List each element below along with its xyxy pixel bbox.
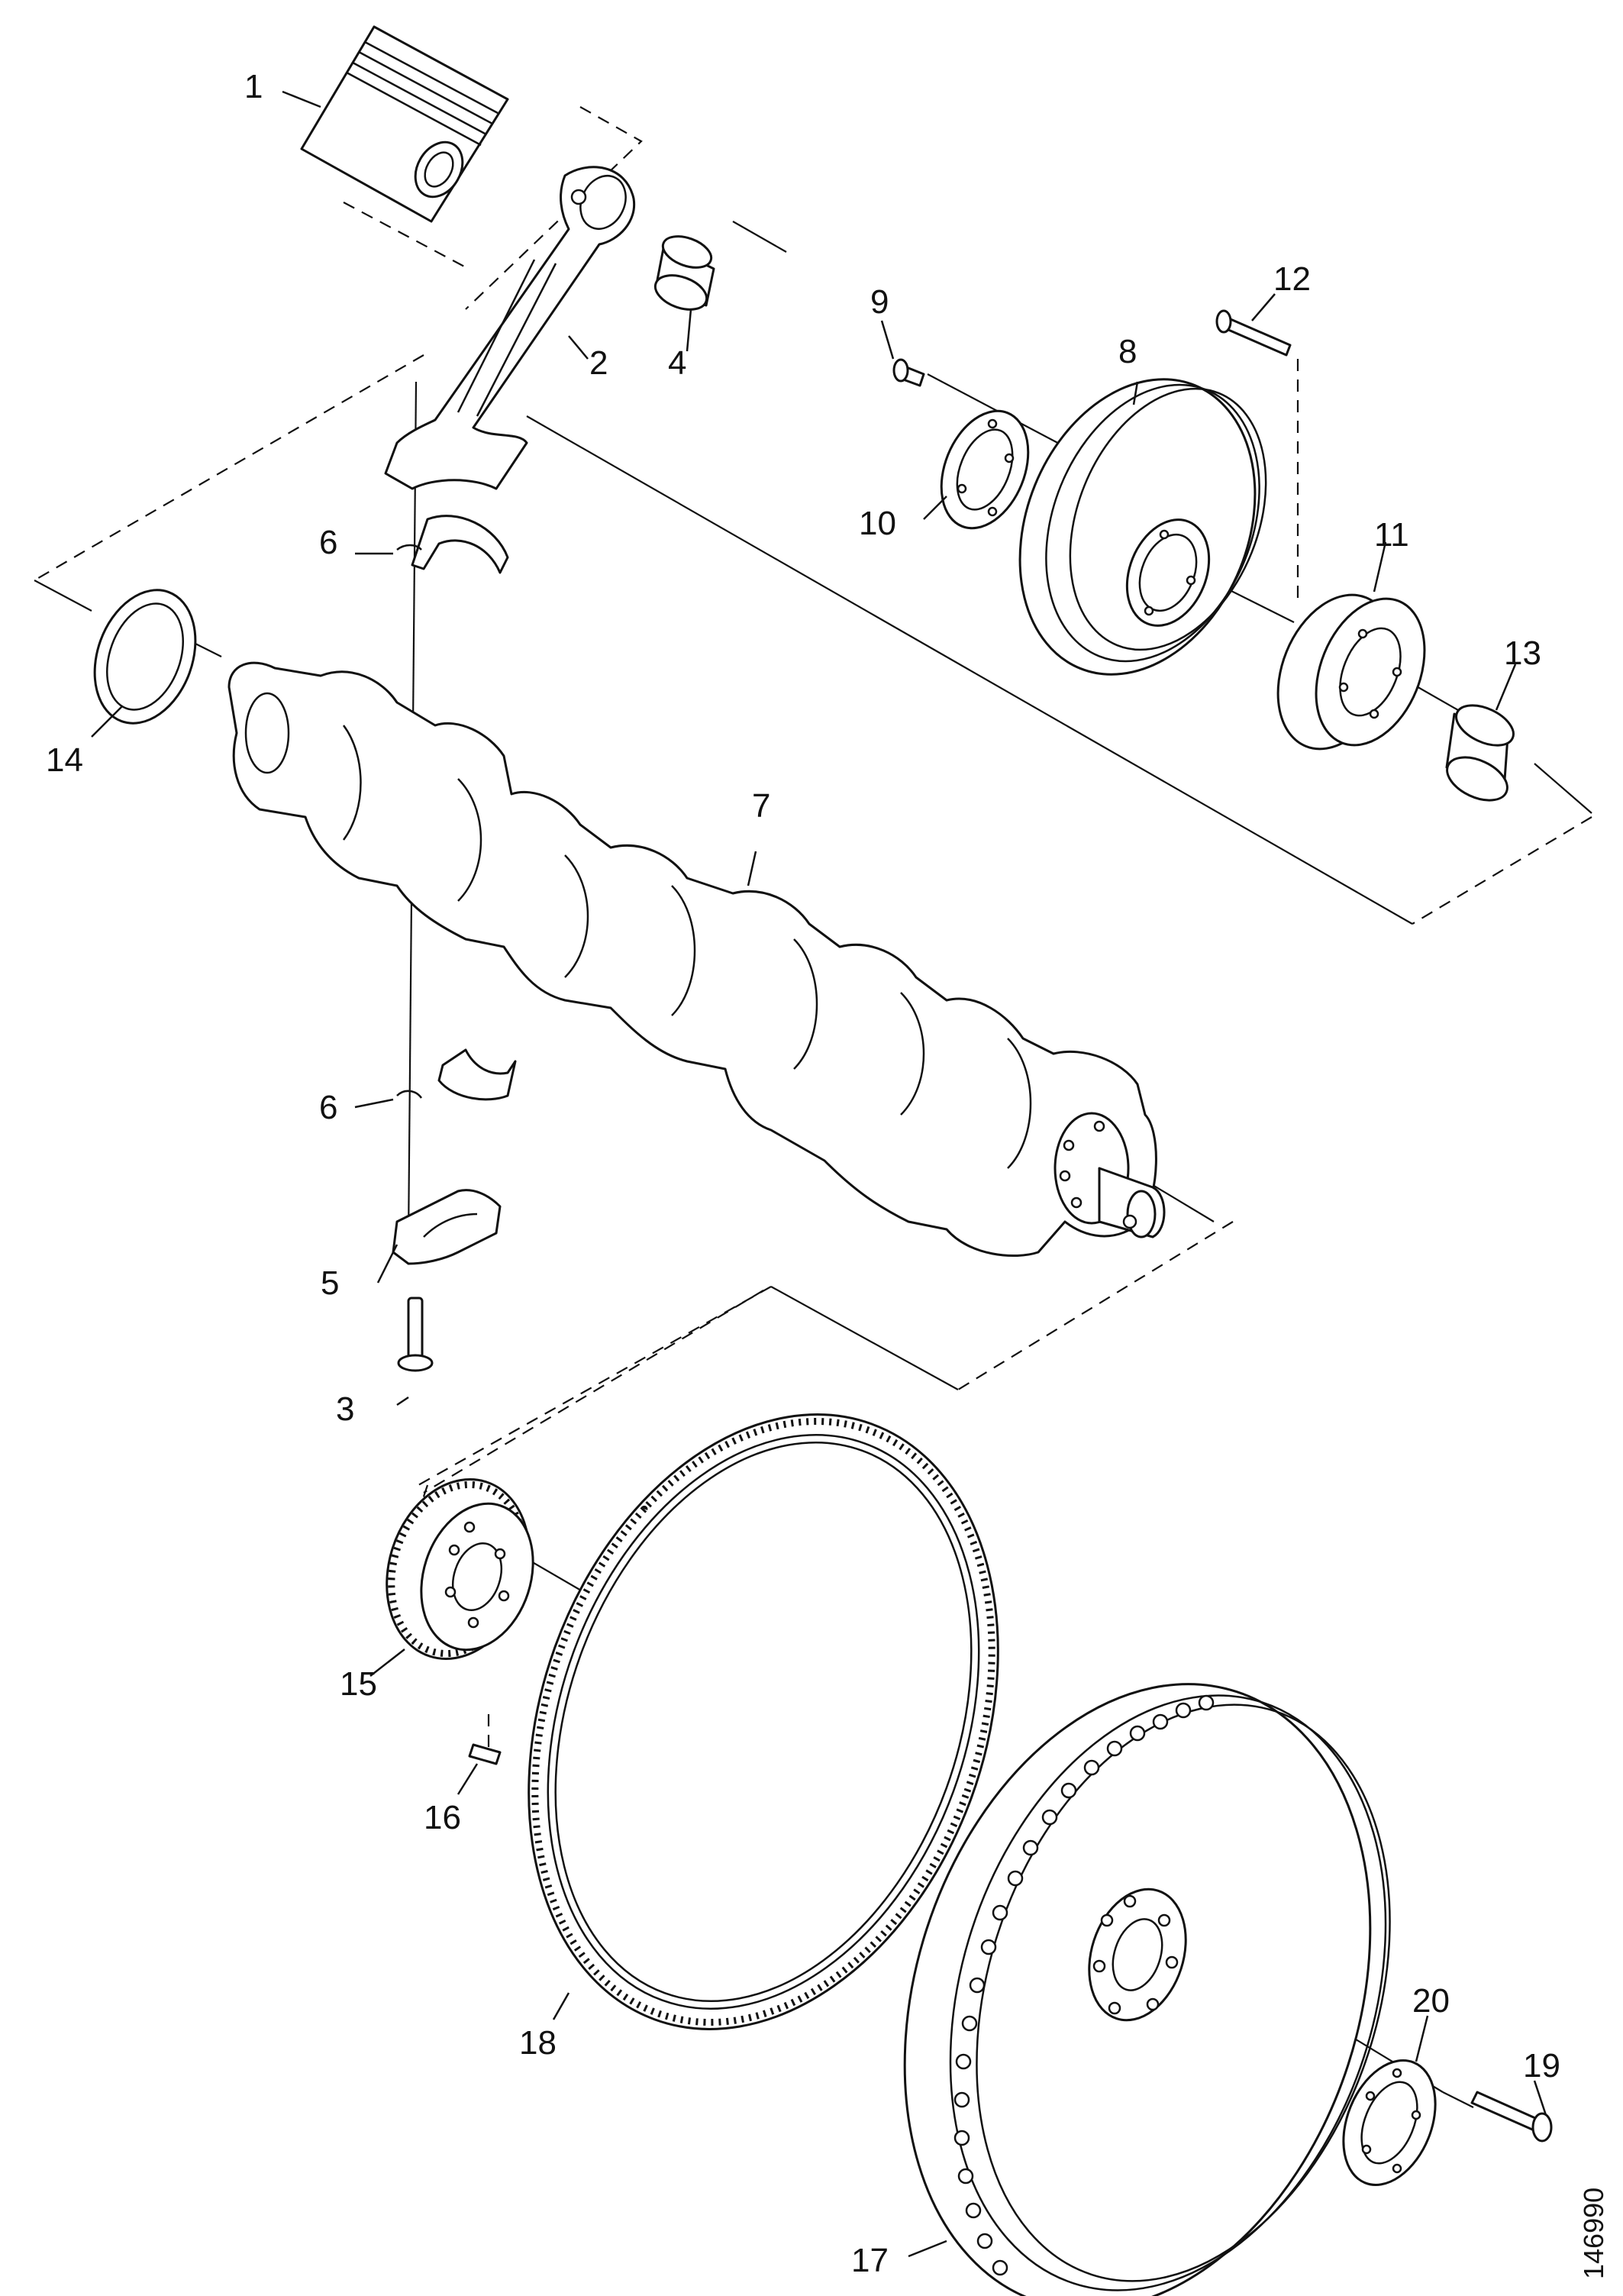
bearing-shell-upper (396, 515, 509, 574)
rod-cap (392, 1189, 502, 1265)
label-16: 16 (424, 1799, 461, 1836)
pulley-bolt (892, 358, 925, 387)
leader-lines (91, 90, 1547, 2258)
long-bolt (1215, 309, 1292, 357)
pulley (1018, 378, 1267, 676)
piston (300, 25, 509, 223)
label-18: 18 (519, 2024, 557, 2062)
ring-gear (528, 1413, 999, 2030)
flywheel (903, 1683, 1391, 2296)
label-15: 15 (340, 1665, 377, 1703)
reference-number: 146990 (1578, 2188, 1609, 2279)
dowel-pin (468, 1743, 502, 1765)
bushing (653, 235, 715, 311)
label-4: 4 (668, 344, 686, 382)
assembly-boundary-lines (34, 106, 1592, 1756)
label-20: 20 (1412, 1982, 1450, 2020)
crankshaft-gear (386, 1478, 534, 1660)
front-seal (93, 589, 197, 725)
label-8: 8 (1118, 333, 1137, 370)
flywheel-rim-holes (953, 1694, 1215, 2276)
rod-bolt (397, 1297, 434, 1372)
flywheel-washer-plate (1342, 2059, 1437, 2186)
part-labels: 1 2 3 4 5 6 6 7 8 9 10 11 12 13 14 15 16… (46, 68, 1560, 2279)
label-3: 3 (336, 1390, 354, 1428)
front-sleeve (1445, 704, 1515, 802)
label-17: 17 (851, 2242, 889, 2279)
hub (1276, 593, 1426, 751)
label-13: 13 (1504, 635, 1541, 672)
label-14: 14 (46, 741, 83, 779)
label-12: 12 (1273, 260, 1311, 298)
label-11: 11 (1374, 516, 1409, 554)
label-6-lower: 6 (319, 1089, 337, 1126)
label-19: 19 (1523, 2047, 1560, 2084)
label-6-upper: 6 (319, 524, 337, 561)
crankshaft (227, 661, 1166, 1257)
pulley-washer-plate (940, 409, 1030, 530)
label-10: 10 (859, 505, 896, 542)
label-5: 5 (321, 1264, 339, 1302)
label-7: 7 (752, 787, 770, 825)
bearing-shell-lower (396, 1048, 517, 1101)
label-2: 2 (589, 344, 608, 382)
flywheel-bolt (1470, 2091, 1553, 2143)
label-9: 9 (870, 283, 889, 321)
label-1: 1 (244, 68, 263, 105)
connecting-rod (384, 166, 636, 490)
